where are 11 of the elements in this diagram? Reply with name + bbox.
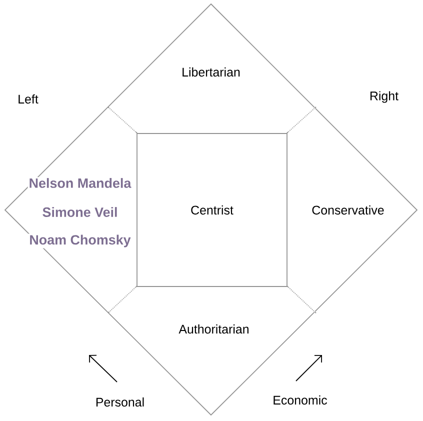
region-label: Authoritarian [178, 324, 248, 334]
axis-label: Left [18, 94, 38, 104]
name-label: Nelson Mandela [28, 177, 132, 189]
region-label: Conservative [312, 205, 384, 215]
axis-label: Economic [274, 395, 327, 405]
axis-label: Right [370, 91, 398, 103]
centrist-box: Centrist [136, 133, 288, 287]
name-label: Noam Chomsky [28, 234, 132, 248]
region-label: Libertarian [182, 67, 240, 77]
name-label: Simone Veil [41, 206, 119, 218]
axis-label: Personal [96, 397, 144, 407]
